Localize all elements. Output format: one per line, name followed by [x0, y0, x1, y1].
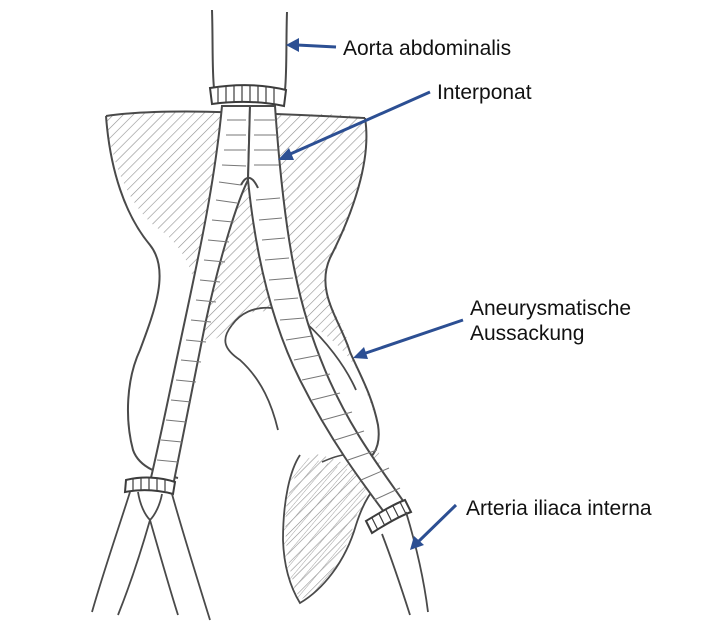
label-aneurysm-line-2: Aussackung: [470, 321, 631, 346]
aneurysm-arrow: [353, 320, 463, 359]
arteria-iliaca-interna-vessel: [382, 512, 428, 615]
label-aorta-abdominalis: Aorta abdominalis: [343, 36, 511, 61]
label-interponat: Interponat: [437, 80, 532, 105]
left-iliac-branches: [92, 492, 210, 620]
label-aneurysm-line-1: Aneurysmatische: [470, 296, 631, 321]
left-anastomosis-cuff: [125, 478, 175, 494]
top-anastomosis-cuff: [210, 85, 286, 106]
label-arteria-iliaca-interna: Arteria iliaca interna: [466, 496, 652, 521]
label-aneurysmatische-aussackung: Aneurysmatische Aussackung: [470, 296, 631, 346]
iliaca-arrow: [410, 505, 456, 550]
aorta-arrow: [286, 38, 336, 52]
aorta-vessel: [212, 10, 287, 90]
